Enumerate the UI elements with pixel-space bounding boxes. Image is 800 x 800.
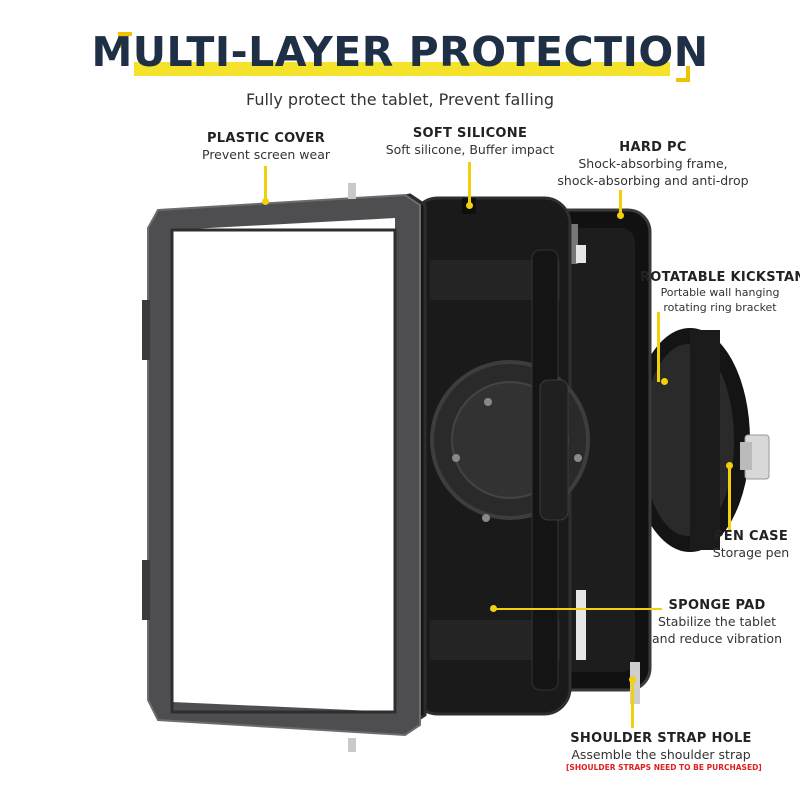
callout-heading: HARD PC	[619, 140, 687, 155]
callout-soft-silicone: SOFT SILICONE Soft silicone, Buffer impa…	[380, 126, 560, 158]
leader-dot-sponge-pad	[490, 605, 497, 612]
callout-pen-case: PEN CASE Storage pen	[706, 529, 796, 561]
callout-desc-line2: shock-absorbing and anti-drop	[557, 173, 749, 188]
callout-heading: PEN CASE	[713, 529, 789, 544]
leader-dot-kickstand	[661, 378, 668, 385]
callout-desc: Assemble the shoulder strap	[571, 747, 751, 762]
leader-line-hard-pc	[619, 190, 622, 216]
callout-kickstand: ROTATABLE KICKSTAND Portable wall hangin…	[640, 270, 800, 315]
callout-heading: PLASTIC COVER	[206, 131, 326, 146]
callout-desc: Prevent screen wear	[202, 147, 330, 162]
leader-line-sponge-pad	[496, 608, 662, 610]
leader-dot-soft-silicone	[466, 202, 473, 209]
title-highlight	[134, 62, 670, 76]
callout-desc: Soft silicone, Buffer impact	[385, 142, 555, 157]
leader-dot-plastic-cover	[262, 198, 269, 205]
callout-desc-line1: Portable wall hanging	[660, 286, 780, 299]
bracket-top-left-icon	[118, 32, 132, 48]
callout-hard-pc: HARD PC Shock-absorbing frame, shock-abs…	[548, 140, 758, 189]
callout-desc-line1: Shock-absorbing frame,	[578, 156, 728, 171]
title-banner: MULTI-LAYER PROTECTION	[0, 18, 800, 88]
leader-dot-strap-hole	[629, 676, 636, 683]
bracket-bottom-right-icon	[676, 66, 690, 82]
leader-line-soft-silicone	[468, 162, 471, 206]
purchase-warning-note: [SHOULDER STRAPS NEED TO BE PURCHASED]	[566, 763, 762, 772]
callout-desc-line2: and reduce vibration	[652, 631, 782, 646]
leader-line-pen-case	[728, 466, 731, 530]
page-subtitle: Fully protect the tablet, Prevent fallin…	[246, 90, 554, 109]
callout-desc-line2: rotating ring bracket	[663, 301, 777, 314]
callout-heading: SOFT SILICONE	[412, 126, 528, 141]
leader-line-kickstand	[657, 312, 660, 382]
leader-dot-pen-case	[726, 462, 733, 469]
soft-silicone-layer	[410, 196, 590, 716]
callout-sponge-pad: SPONGE PAD Stabilize the tablet and redu…	[652, 598, 782, 647]
leader-dot-hard-pc	[617, 212, 624, 219]
callout-plastic-cover: PLASTIC COVER Prevent screen wear	[196, 131, 336, 163]
kickstand-ring-icon	[630, 328, 770, 552]
callout-heading: SPONGE PAD	[668, 598, 766, 613]
callout-strap-hole: SHOULDER STRAP HOLE Assemble the shoulde…	[566, 731, 762, 772]
leader-line-plastic-cover	[264, 166, 267, 202]
callout-heading: SHOULDER STRAP HOLE	[570, 731, 752, 746]
leader-line-strap-hole	[631, 680, 634, 728]
callout-desc-line1: Stabilize the tablet	[657, 614, 777, 629]
callout-desc: Storage pen	[712, 545, 790, 560]
callout-heading: ROTATABLE KICKSTAND	[640, 270, 800, 285]
page-title: MULTI-LAYER PROTECTION	[91, 28, 709, 76]
plastic-cover-frame	[142, 183, 421, 752]
